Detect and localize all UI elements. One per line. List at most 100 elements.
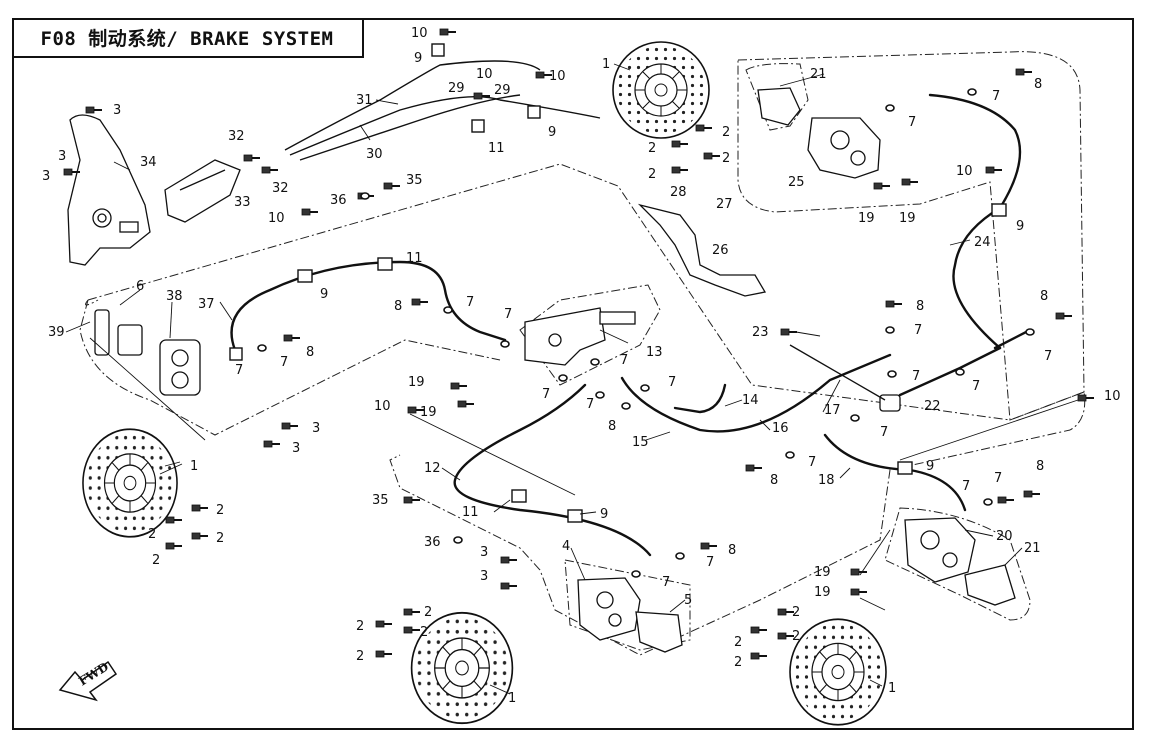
callout-33: 33 (234, 195, 251, 210)
callout-2: 2 (356, 619, 364, 634)
callout-29: 29 (494, 83, 511, 98)
callout-9: 9 (320, 287, 328, 302)
callout-7: 7 (706, 555, 714, 570)
callout-3: 3 (42, 169, 50, 184)
callout-8: 8 (770, 473, 778, 488)
brake-lines (230, 93, 1032, 557)
callout-29: 29 (448, 81, 465, 96)
callout-7: 7 (914, 323, 922, 338)
callout-30: 30 (366, 147, 383, 162)
callout-3: 3 (480, 569, 488, 584)
callout-7: 7 (972, 379, 980, 394)
callout-2: 2 (148, 527, 156, 542)
callout-2: 2 (734, 635, 742, 650)
callout-35: 35 (406, 173, 423, 188)
brake-disc-bottom-right (789, 618, 887, 726)
callout-23: 23 (752, 325, 769, 340)
callout-9: 9 (548, 125, 556, 140)
callout-19: 19 (814, 565, 831, 580)
callout-17: 17 (824, 403, 841, 418)
callout-7: 7 (808, 455, 816, 470)
callout-22: 22 (924, 399, 941, 414)
callout-38: 38 (166, 289, 183, 304)
callout-7: 7 (235, 363, 243, 378)
part-callouts: 10 9 29 10 29 10 31 30 11 9 1 2 2 2 2 21… (42, 26, 1121, 706)
callout-10: 10 (549, 69, 566, 84)
callout-1: 1 (888, 681, 896, 696)
callout-2: 2 (722, 125, 730, 140)
callout-2: 2 (152, 553, 160, 568)
callout-2: 2 (722, 151, 730, 166)
callout-8: 8 (1036, 459, 1044, 474)
callout-36: 36 (330, 193, 347, 208)
callout-2: 2 (734, 655, 742, 670)
callout-20: 20 (996, 529, 1013, 544)
callout-7: 7 (280, 355, 288, 370)
callout-2: 2 (792, 605, 800, 620)
callout-11: 11 (488, 141, 505, 156)
callout-10: 10 (268, 211, 285, 226)
callout-10: 10 (476, 67, 493, 82)
callout-2: 2 (356, 649, 364, 664)
callout-2: 2 (792, 629, 800, 644)
callout-8: 8 (394, 299, 402, 314)
callout-32: 32 (228, 129, 245, 144)
callout-9: 9 (600, 507, 608, 522)
callout-1: 1 (508, 691, 516, 706)
subassembly-boundaries (79, 51, 1086, 656)
callout-3: 3 (480, 545, 488, 560)
callout-36: 36 (424, 535, 441, 550)
callout-16: 16 (772, 421, 789, 436)
leader-lines (65, 63, 1079, 695)
callout-3: 3 (58, 149, 66, 164)
callout-7: 7 (962, 479, 970, 494)
callout-2: 2 (648, 141, 656, 156)
callout-8: 8 (728, 543, 736, 558)
callout-3: 3 (312, 421, 320, 436)
callout-7: 7 (994, 471, 1002, 486)
callout-6: 6 (136, 279, 144, 294)
drawing-frame (12, 18, 1134, 730)
callout-8: 8 (916, 299, 924, 314)
callout-7: 7 (1044, 349, 1052, 364)
callout-7: 7 (992, 89, 1000, 104)
callout-7: 7 (504, 307, 512, 322)
callout-4: 4 (562, 539, 570, 554)
callout-9: 9 (414, 51, 422, 66)
callout-8: 8 (1040, 289, 1048, 304)
callout-31: 31 (356, 93, 373, 108)
callout-19: 19 (420, 405, 437, 420)
callout-19: 19 (899, 211, 916, 226)
callout-12: 12 (424, 461, 441, 476)
callout-1: 1 (190, 459, 198, 474)
callout-5: 5 (684, 593, 692, 608)
callout-8: 8 (1034, 77, 1042, 92)
brake-disc-top-center (612, 41, 710, 139)
callout-9: 9 (926, 459, 934, 474)
hose-clamps (229, 43, 1007, 523)
callout-14: 14 (742, 393, 759, 408)
callout-2: 2 (424, 605, 432, 620)
callout-27: 27 (716, 197, 733, 212)
callout-7: 7 (620, 353, 628, 368)
callout-7: 7 (908, 115, 916, 130)
callout-28: 28 (670, 185, 687, 200)
callout-18: 18 (818, 473, 835, 488)
callout-32: 32 (272, 181, 289, 196)
callout-7: 7 (668, 375, 676, 390)
title-block: F08 制动系统/ BRAKE SYSTEM (12, 18, 364, 58)
parking-brake-cables (284, 60, 601, 161)
callout-10: 10 (1104, 389, 1121, 404)
brake-disc-left (82, 428, 178, 538)
callout-7: 7 (880, 425, 888, 440)
callout-2: 2 (648, 167, 656, 182)
callout-19: 19 (858, 211, 875, 226)
callout-21: 21 (1024, 541, 1041, 556)
callout-9: 9 (1016, 219, 1024, 234)
callout-35: 35 (372, 493, 389, 508)
callout-3: 3 (113, 103, 121, 118)
callout-26: 26 (712, 243, 729, 258)
callout-8: 8 (306, 345, 314, 360)
callout-15: 15 (632, 435, 649, 450)
